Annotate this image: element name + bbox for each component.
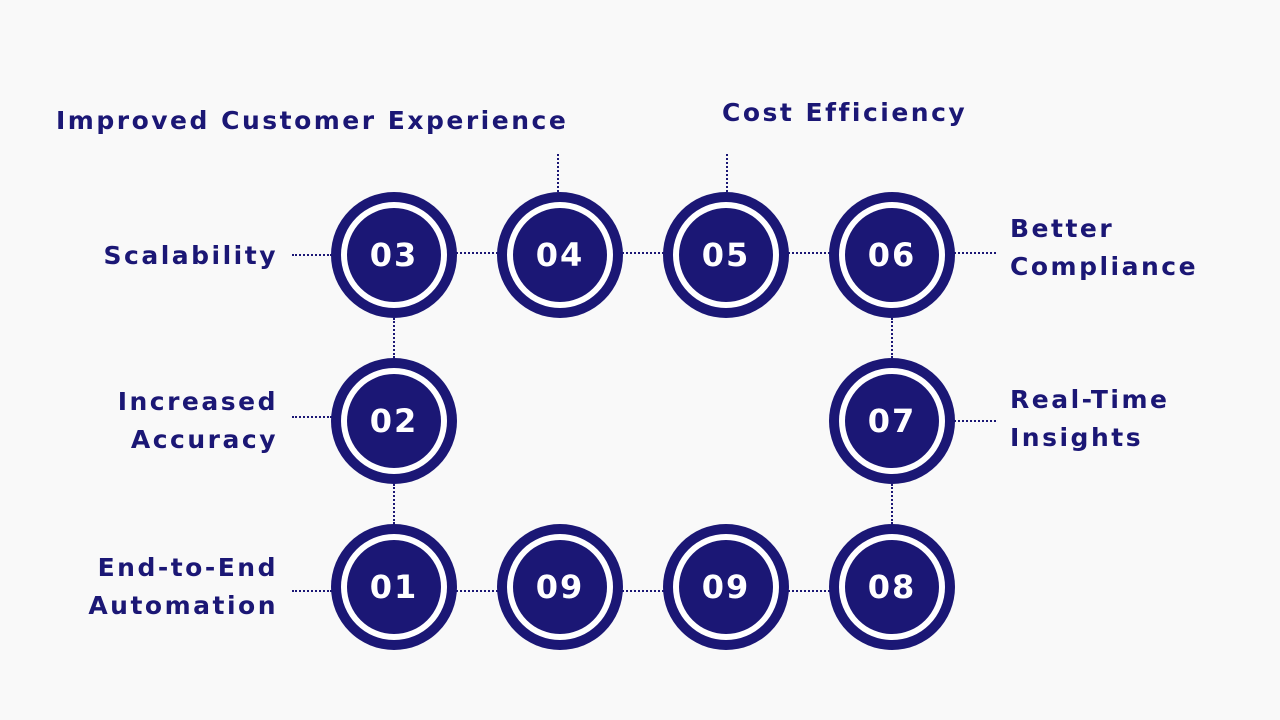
label-better-compliance: Better Compliance <box>1010 210 1198 286</box>
node-09-b-number: 09 <box>679 540 773 634</box>
connector-real-time-insights <box>954 420 996 422</box>
label-real-time-insights: Real-Time Insights <box>1010 381 1169 457</box>
node-01: 01 <box>331 524 457 650</box>
label-scalability: Scalability <box>103 241 278 270</box>
node-09-a-number: 09 <box>513 540 607 634</box>
label-improved-customer-experience: Improved Customer Experience <box>56 106 569 135</box>
node-07-number: 07 <box>845 374 939 468</box>
node-03-number: 03 <box>347 208 441 302</box>
connector-04-05 <box>622 252 664 254</box>
label-end-to-end-automation-line2: Automation <box>88 591 278 620</box>
connector-increased-accuracy <box>292 416 332 418</box>
node-01-number: 01 <box>347 540 441 634</box>
node-04: 04 <box>497 192 623 318</box>
connector-end-to-end-automation <box>292 590 332 592</box>
connector-03-04 <box>456 252 498 254</box>
label-better-compliance-line2: Compliance <box>1010 252 1199 281</box>
connector-cost-efficiency <box>726 154 728 192</box>
connector-02-01 <box>393 484 395 524</box>
connector-better-compliance <box>954 252 996 254</box>
label-cost-efficiency: Cost Efficiency <box>722 98 968 127</box>
node-02: 02 <box>331 358 457 484</box>
label-end-to-end-automation-line1: End-to-End <box>97 553 278 582</box>
node-06-number: 06 <box>845 208 939 302</box>
node-07: 07 <box>829 358 955 484</box>
node-05: 05 <box>663 192 789 318</box>
connector-05-06 <box>788 252 830 254</box>
connector-09-09 <box>622 590 664 592</box>
label-end-to-end-automation: End-to-End Automation <box>88 549 278 625</box>
label-better-compliance-line1: Better <box>1010 214 1115 243</box>
node-04-number: 04 <box>513 208 607 302</box>
connector-07-08 <box>891 484 893 524</box>
node-05-number: 05 <box>679 208 773 302</box>
label-increased-accuracy: Increased Accuracy <box>118 383 278 459</box>
label-increased-accuracy-line1: Increased <box>117 387 278 416</box>
node-02-number: 02 <box>347 374 441 468</box>
node-09-b: 09 <box>663 524 789 650</box>
node-09-a: 09 <box>497 524 623 650</box>
node-06: 06 <box>829 192 955 318</box>
node-03: 03 <box>331 192 457 318</box>
connector-01-09 <box>456 590 498 592</box>
label-increased-accuracy-line2: Accuracy <box>130 425 278 454</box>
node-08: 08 <box>829 524 955 650</box>
node-08-number: 08 <box>845 540 939 634</box>
label-real-time-insights-line1: Real-Time <box>1010 385 1170 414</box>
connector-09-08 <box>788 590 830 592</box>
connector-improved-customer-experience <box>557 154 559 192</box>
connector-03-02 <box>393 318 395 358</box>
label-real-time-insights-line2: Insights <box>1010 423 1144 452</box>
connector-scalability <box>292 254 332 256</box>
connector-06-07 <box>891 318 893 358</box>
